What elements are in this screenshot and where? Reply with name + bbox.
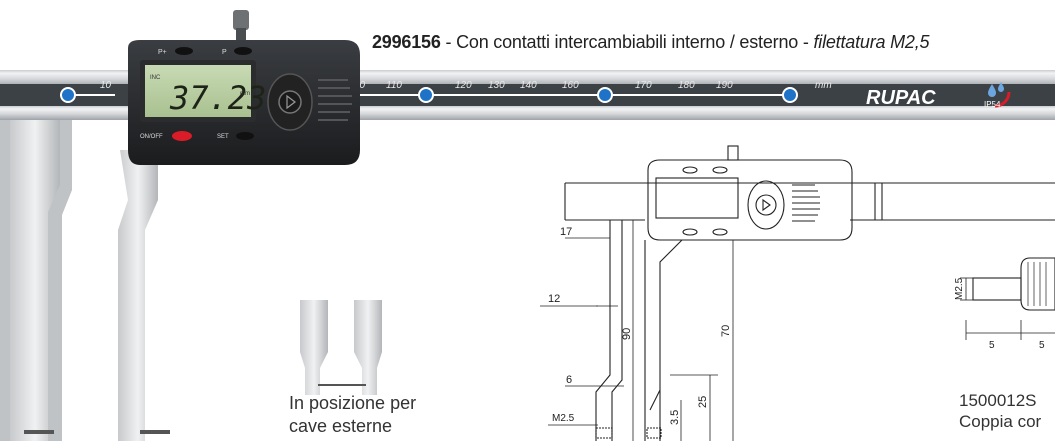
scale-number: 180 bbox=[678, 80, 695, 91]
digital-display: INC 37.23 mm P+ P ON/OFF SET bbox=[128, 10, 360, 165]
scale-number: 160 bbox=[562, 80, 579, 91]
dim-m25: M2.5 bbox=[552, 413, 575, 424]
sliding-jaw bbox=[118, 150, 170, 441]
scale-dot bbox=[60, 87, 76, 103]
product-description: - Con contatti intercambiabili interno /… bbox=[440, 32, 814, 52]
part-code: 1500012S bbox=[959, 391, 1037, 410]
lcd-screen bbox=[145, 65, 251, 117]
technical-drawing bbox=[540, 145, 1055, 441]
set-label: SET bbox=[217, 134, 229, 140]
scale-dot bbox=[782, 87, 798, 103]
play-icon bbox=[286, 94, 296, 110]
part-description: Coppia cor bbox=[959, 412, 1042, 431]
jaw-tips-photo bbox=[300, 300, 382, 395]
ip-rating: IP54 bbox=[984, 100, 1001, 109]
part-info: 1500012S Coppia cor bbox=[959, 390, 1041, 432]
dim-17: 17 bbox=[560, 226, 572, 238]
set-button[interactable] bbox=[236, 132, 254, 140]
scale-number: 190 bbox=[716, 80, 733, 91]
caption-line-2: cave esterne bbox=[289, 416, 393, 436]
scale-number: 10 bbox=[100, 80, 112, 91]
screw-thread-label: M2.5 bbox=[954, 277, 965, 300]
product-code: 2996156 bbox=[372, 32, 441, 52]
drawing-dimensions: 17 12 6 M2.5 90 70 3.5 25 bbox=[548, 226, 732, 425]
screw-length-2: 5 bbox=[1039, 340, 1045, 351]
scale-unit: mm bbox=[815, 80, 832, 91]
p-label: P bbox=[222, 49, 227, 56]
screw-detail bbox=[960, 257, 1055, 340]
p-plus-button[interactable] bbox=[175, 47, 193, 55]
screw-dimensions: M2.5 5 5 bbox=[954, 277, 1045, 351]
product-headline: 2996156 - Con contatti intercambiabili i… bbox=[372, 32, 930, 53]
scale-number: 140 bbox=[520, 80, 537, 91]
screw-length-1: 5 bbox=[989, 340, 995, 351]
scale-dots bbox=[60, 87, 798, 103]
drawing-knob bbox=[727, 145, 739, 161]
ip54-icon: IP54 bbox=[984, 82, 1011, 109]
scale-number: 170 bbox=[635, 80, 652, 91]
dim-3-5: 3.5 bbox=[669, 410, 681, 425]
brand-logo: RUPAC bbox=[866, 87, 936, 109]
lcd-indicator: INC bbox=[150, 75, 161, 81]
dim-25: 25 bbox=[697, 396, 709, 408]
lcd-unit: mm bbox=[240, 91, 250, 97]
dim-6: 6 bbox=[566, 374, 572, 386]
thread-spec: filettatura M2,5 bbox=[813, 32, 930, 52]
scale-dot bbox=[597, 87, 613, 103]
scale-number: 110 bbox=[386, 80, 402, 91]
fixed-jaw bbox=[0, 120, 72, 441]
dim-90: 90 bbox=[621, 328, 633, 340]
caption-line-1: In posizione per bbox=[289, 393, 417, 413]
on-off-label: ON/OFF bbox=[140, 134, 163, 140]
drawing-body bbox=[647, 159, 853, 241]
jaw-caption: In posizione per cave esterne bbox=[289, 392, 416, 438]
scale-dot bbox=[418, 87, 434, 103]
on-off-button[interactable] bbox=[172, 131, 192, 141]
lcd-reading: 37.23 bbox=[169, 79, 266, 117]
scale-number: 130 bbox=[488, 80, 505, 91]
drawing-lcd bbox=[655, 177, 739, 219]
p-button[interactable] bbox=[234, 47, 252, 55]
p-plus-label: P+ bbox=[158, 49, 167, 56]
scale-number: 120 bbox=[455, 80, 472, 91]
dim-12: 12 bbox=[548, 293, 560, 305]
dim-70: 70 bbox=[720, 325, 732, 337]
